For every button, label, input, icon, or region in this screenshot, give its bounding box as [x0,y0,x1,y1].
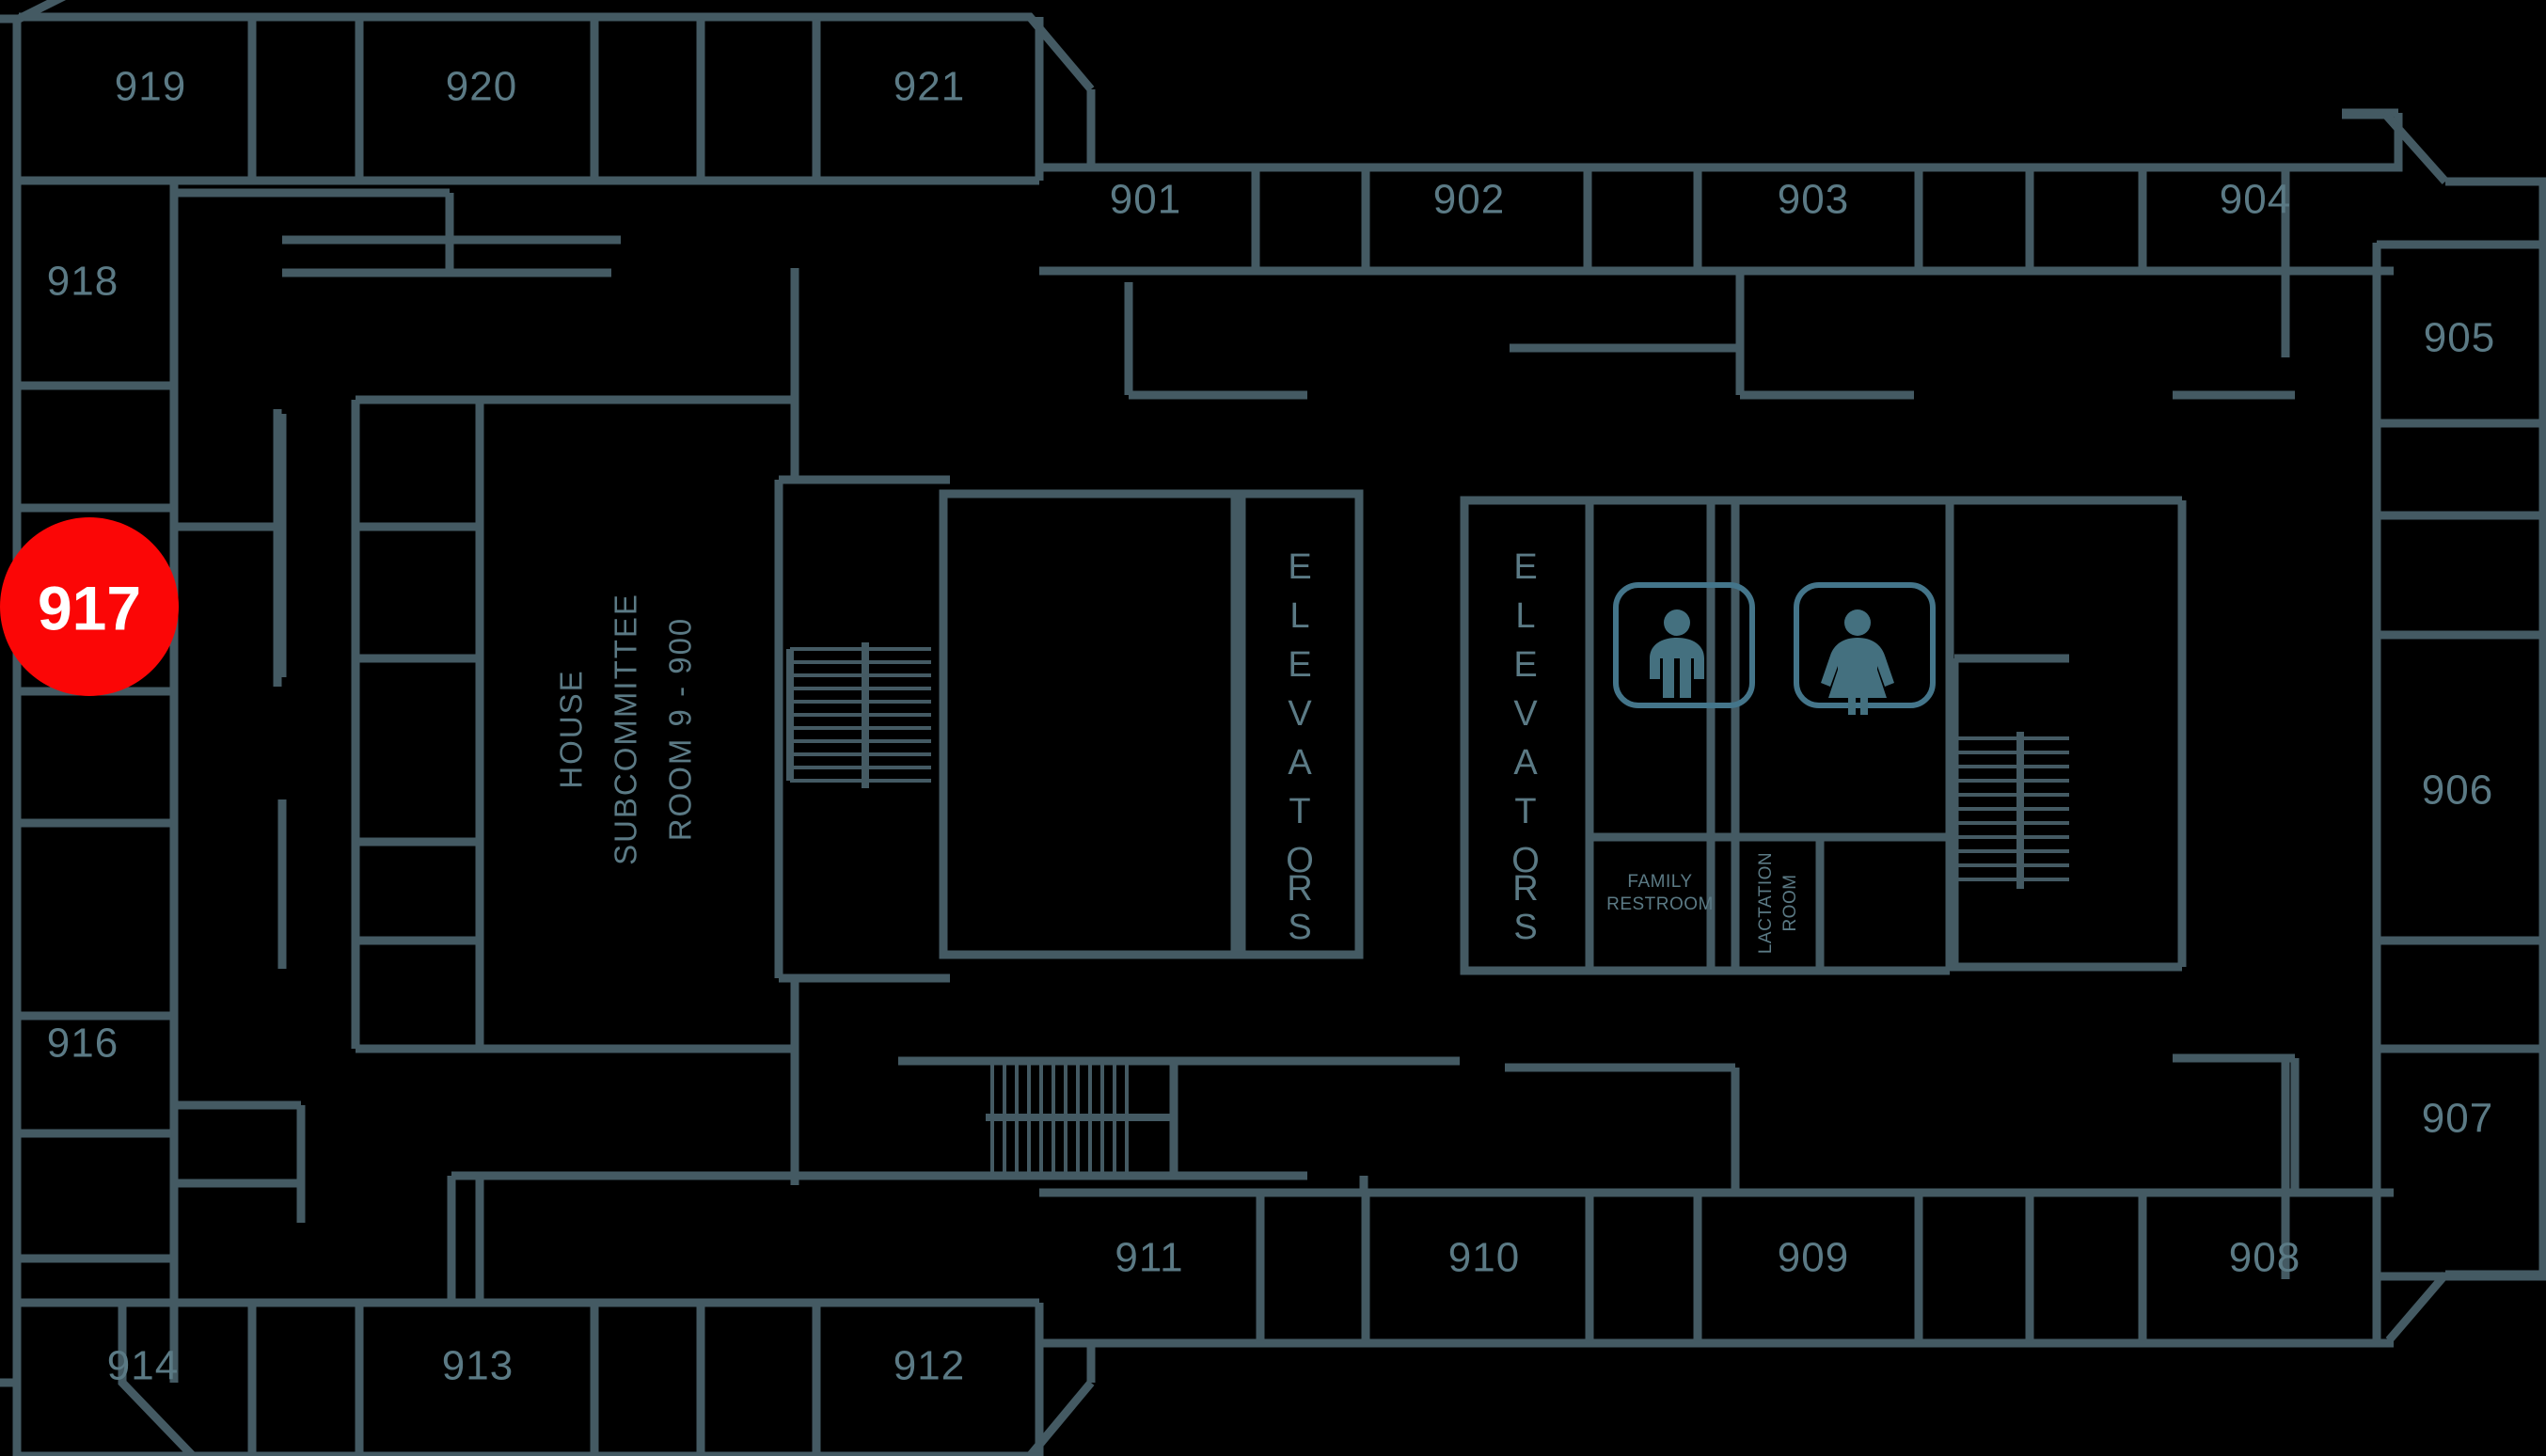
elev-left-letter-5: A [1288,743,1312,783]
elev-left-letter-6: T [1289,792,1310,831]
room-label-911: 911 [1115,1235,1183,1281]
lactation-room-label: LACTATION ROOM [1756,852,1800,954]
womens-restroom-icon [1794,582,1936,715]
marker-circle-917[interactable] [0,517,179,696]
room-label-904: 904 [2220,177,2291,223]
elevators-left-bank [1237,489,1364,959]
room-917-marker[interactable]: 917 [0,517,179,696]
room-label-901: 901 [1110,177,1181,223]
family-restroom-line-1: FAMILY [1627,872,1692,892]
elev-right-letter-8: R [1512,869,1538,909]
room-label-913: 913 [442,1343,514,1389]
hearing-room-line-3: ROOM 9 - 900 [663,617,698,842]
hearing-room-block [786,489,1240,959]
elev-right-letter-7: O [1511,841,1540,880]
elev-right-letter-1: E [1513,547,1537,587]
room-label-909: 909 [1778,1235,1849,1281]
elev-left-letter-1: E [1288,547,1311,587]
hearing-room-label: HOUSE SUBCOMMITTEE ROOM 9 - 900 [554,593,698,865]
room-label-905: 905 [2424,315,2495,361]
family-restroom-label: FAMILY RESTROOM [1606,872,1714,914]
room-label-910: 910 [1448,1235,1520,1281]
interior-partitions [174,188,2300,1303]
room-label-918: 918 [47,259,119,305]
lower-corridor-partitions [451,1171,799,1303]
room-number-labels: 919 920 921 901 902 903 904 918 905 906 … [47,64,2495,1389]
top-right-rooms [1039,167,2394,357]
elev-right-letter-4: V [1513,694,1538,734]
elev-left-letter-2: L [1289,596,1309,636]
left-column-rooms [17,181,179,1383]
room-label-920: 920 [446,64,517,110]
top-row-rooms [17,17,1044,185]
elevators-left-label: E L E V A T O R S [1286,547,1314,947]
elev-right-letter-3: E [1513,645,1537,685]
room-label-902: 902 [1433,177,1505,223]
lactation-room-line-1: LACTATION [1756,852,1776,954]
hearing-room-line-1: HOUSE [554,669,589,788]
marker-label-917: 917 [38,573,141,642]
room-label-908: 908 [2229,1235,2301,1281]
elevators-right-label: E L E V A T O R S [1511,547,1540,947]
elev-right-letter-6: T [1514,792,1536,831]
room-label-906: 906 [2422,768,2493,814]
bottom-left-rooms [17,1298,1044,1456]
room-label-912: 912 [893,1343,965,1389]
room-label-916: 916 [47,1021,119,1067]
lactation-room-line-2: ROOM [1780,874,1800,931]
family-restroom-line-2: RESTROOM [1606,894,1714,914]
elev-right-letter-2: L [1515,596,1535,636]
hearing-room-line-2: SUBCOMMITTEE [609,593,643,865]
room-label-903: 903 [1778,177,1849,223]
elev-left-letter-7: O [1286,841,1314,880]
elev-left-letter-8: R [1287,869,1312,909]
right-column-rooms [2372,240,2546,1345]
elev-right-letter-9: S [1513,908,1537,947]
elev-right-letter-5: A [1513,743,1538,783]
stair-right [1950,654,2069,964]
elev-left-letter-4: V [1288,694,1312,734]
room-label-919: 919 [115,64,186,110]
room-label-921: 921 [893,64,965,110]
elev-left-letter-9: S [1288,908,1311,947]
stair-bottom-center [898,1056,1460,1176]
mens-restroom-icon [1613,582,1755,708]
room-label-914: 914 [107,1343,179,1389]
bottom-right-rooms [1039,1108,2394,1343]
room-label-907: 907 [2422,1096,2493,1142]
stair-left-upper [786,642,931,788]
elevators-right-core [1460,496,2187,975]
elev-left-letter-3: E [1288,645,1311,685]
